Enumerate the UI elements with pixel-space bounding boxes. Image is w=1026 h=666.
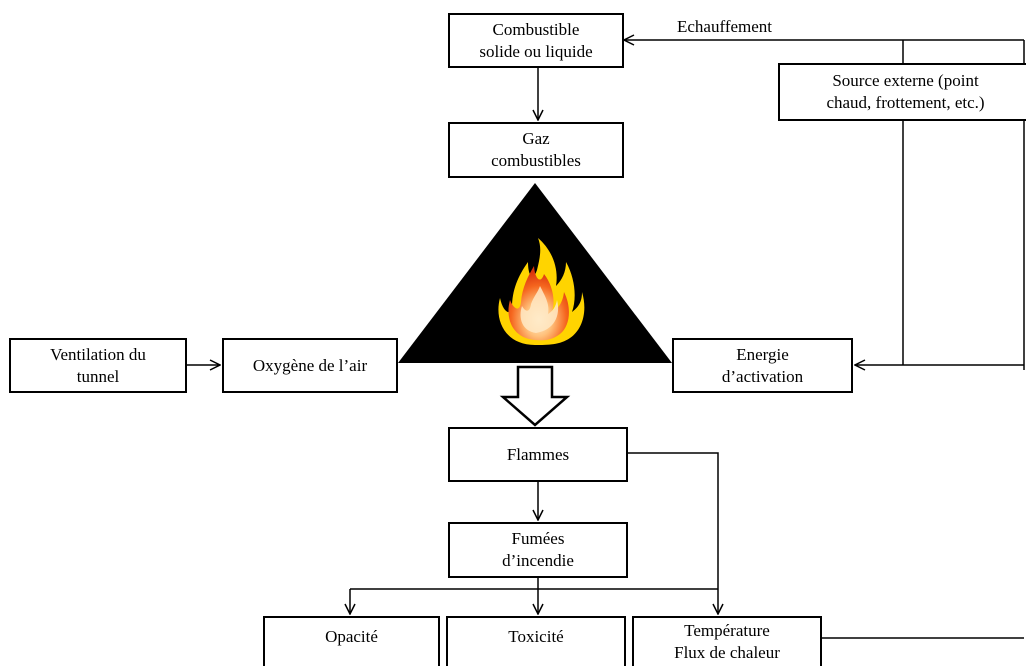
node-oxygen: Oxygène de l’air xyxy=(222,338,398,393)
node-smoke: Fumées d’incendie xyxy=(448,522,628,578)
node-toxicity: Toxicité xyxy=(446,616,626,666)
node-flames: Flammes xyxy=(448,427,628,482)
flame-icon xyxy=(498,238,585,345)
node-ventilation: Ventilation du tunnel xyxy=(9,338,187,393)
node-source: Source externe (point chaud, frottement,… xyxy=(778,63,1026,121)
node-temperature: Température Flux de chaleur xyxy=(632,616,822,666)
label-heating: Echauffement xyxy=(677,17,773,36)
edge-flames-to-temperature xyxy=(627,452,718,614)
node-opacity: Opacité xyxy=(263,616,440,666)
node-energy: Energie d’activation xyxy=(672,338,853,393)
node-fuel: Combustible solide ou liquide xyxy=(448,13,624,68)
hollow-down-arrow xyxy=(499,365,571,427)
node-gas: Gaz combustibles xyxy=(448,122,624,178)
